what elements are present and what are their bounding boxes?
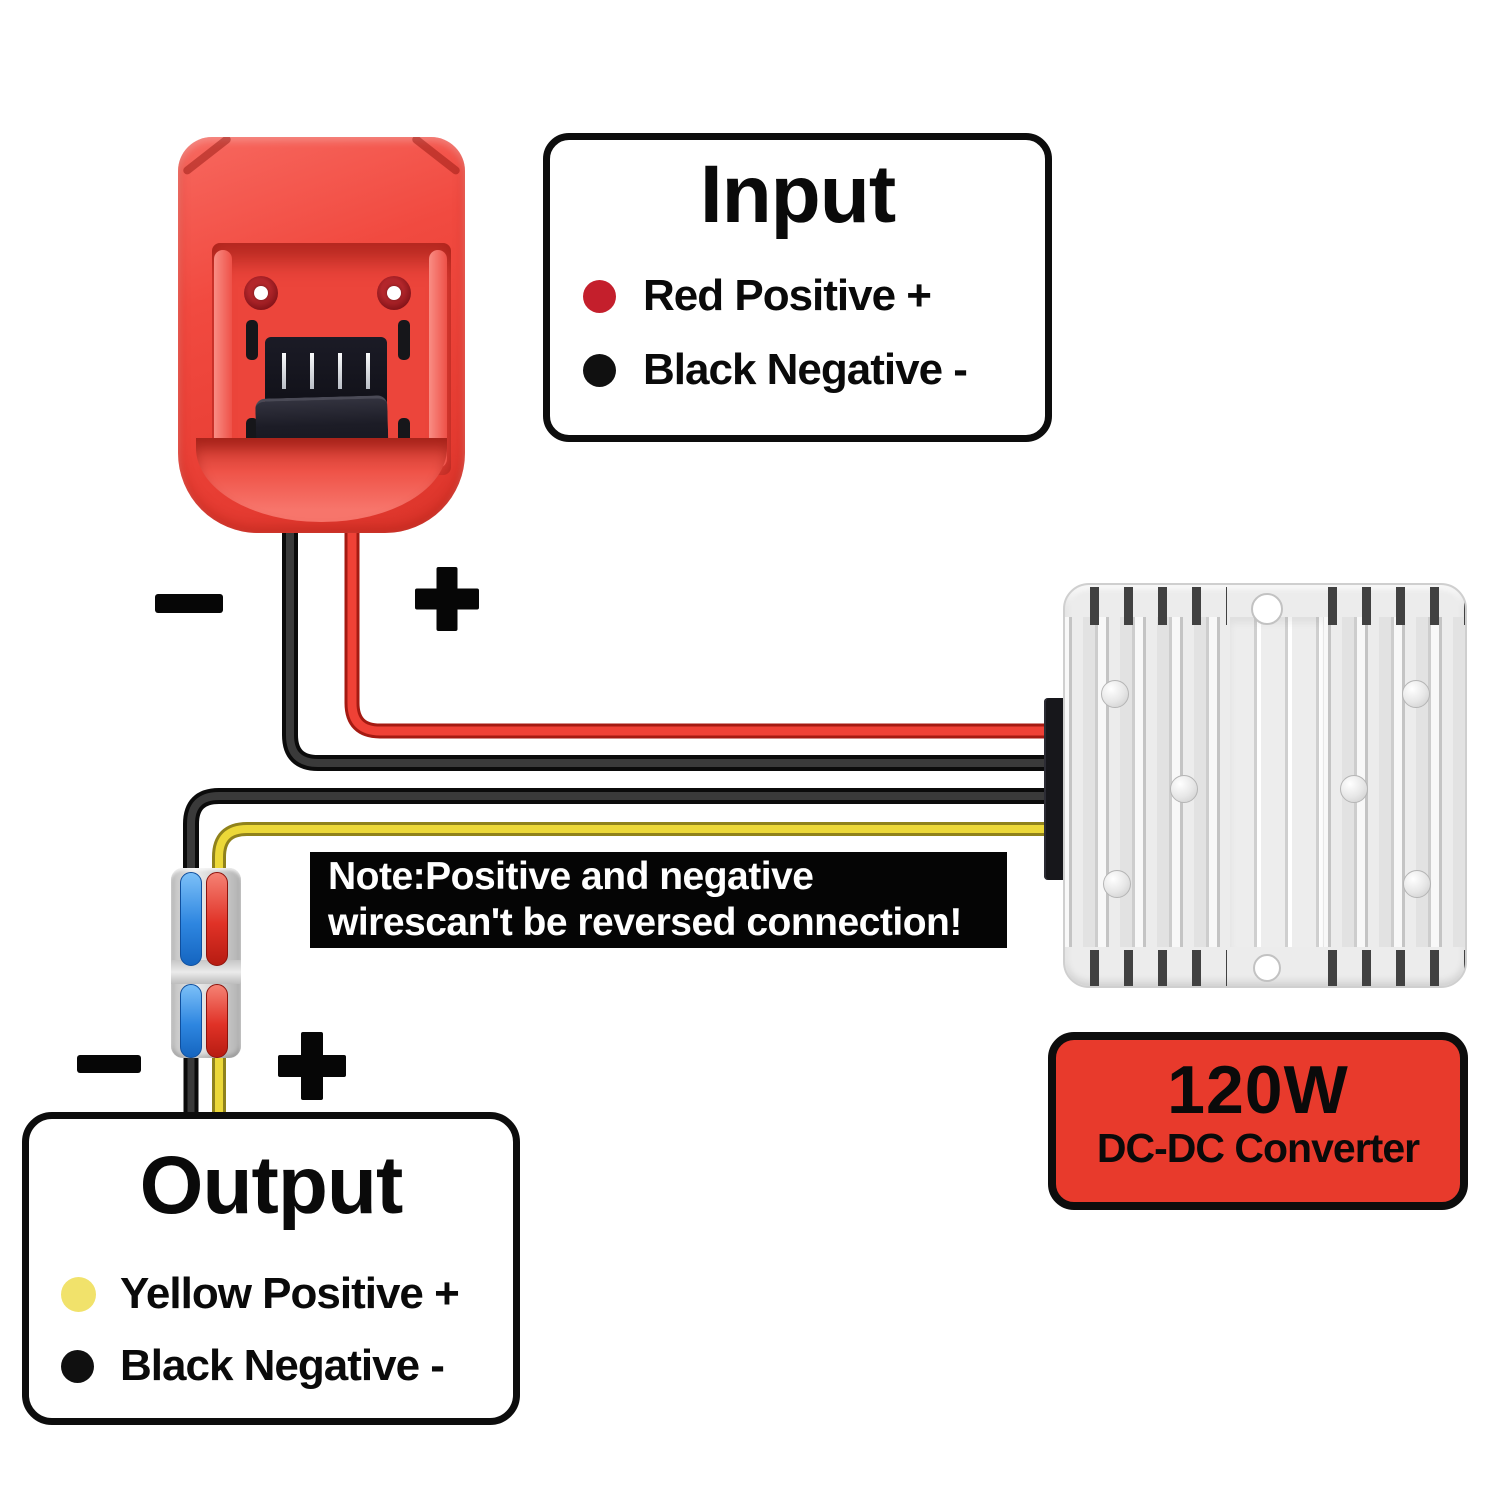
mounting-hole-top	[1251, 593, 1283, 625]
splice-lever-red-bottom	[206, 984, 228, 1058]
converter-name: DC-DC Converter	[1096, 1125, 1420, 1171]
legend-row-red-positive: Red Positive +	[583, 271, 932, 321]
warning-note-line1: Note:Positive and negative	[328, 855, 814, 898]
terminal-pin	[282, 353, 286, 389]
legend-label: Yellow Positive +	[120, 1269, 460, 1318]
quick-splice-connector	[171, 868, 241, 1058]
output-negative-sign	[77, 1055, 141, 1073]
red-dot-icon	[583, 279, 616, 313]
legend-row-black-negative: Black Negative -	[583, 345, 968, 395]
legend-row-black-negative: Black Negative -	[61, 1341, 445, 1391]
dc-dc-converter	[1063, 583, 1467, 988]
input-positive-sign	[415, 567, 479, 631]
adapter-slot	[246, 320, 258, 360]
output-positive-sign	[278, 1032, 346, 1100]
legend-label: Black Negative -	[643, 345, 968, 394]
output-negative-black-wire	[183, 788, 1074, 902]
splice-lever-blue-top	[180, 872, 202, 966]
terminal-pin	[366, 353, 370, 389]
fin-notches-bottom-right	[1328, 950, 1465, 986]
screw-icon	[1170, 775, 1198, 803]
screw-icon	[1340, 775, 1368, 803]
adapter-right-rail	[429, 250, 447, 468]
legend-row-yellow-positive: Yellow Positive +	[61, 1269, 460, 1319]
output-positive-yellow-wire	[212, 822, 1074, 902]
input-title: Input	[699, 149, 896, 240]
battery-adapter	[178, 137, 465, 533]
warning-note: Note:Positive and negative wirescan't be…	[310, 852, 1007, 948]
adapter-bottom-curve	[196, 438, 447, 522]
screw-icon	[1403, 870, 1431, 898]
terminal-pin	[310, 353, 314, 389]
warning-note-line2: wirescan't be reversed connection!	[328, 901, 962, 944]
legend-label: Red Positive +	[643, 271, 932, 320]
black-dot-icon	[583, 353, 616, 387]
output-legend-box: Output Yellow Positive + Black Negative …	[22, 1112, 520, 1425]
yellow-dot-icon	[61, 1276, 96, 1312]
adapter-screw-hole-right	[377, 276, 411, 310]
legend-label: Black Negative -	[120, 1341, 445, 1390]
screw-icon	[1103, 870, 1131, 898]
adapter-slot	[398, 320, 410, 360]
black-dot-icon	[61, 1349, 94, 1383]
adapter-left-rail	[214, 250, 232, 468]
terminal-pin	[338, 353, 342, 389]
converter-label: 120W DC-DC Converter	[1048, 1032, 1468, 1210]
splice-mid-band	[171, 960, 241, 984]
screw-icon	[1402, 680, 1430, 708]
splice-lever-blue-bottom	[180, 984, 202, 1058]
splice-lever-red-top	[206, 872, 228, 966]
adapter-screw-hole-left	[244, 276, 278, 310]
input-negative-black-wire	[282, 498, 1074, 771]
fin-notches-bottom-left	[1090, 950, 1227, 986]
heatsink-center-fins	[1230, 617, 1324, 947]
fin-notches-top-left	[1090, 587, 1227, 625]
input-legend-box: Input Red Positive + Black Negative -	[543, 133, 1052, 442]
input-positive-red-wire	[344, 498, 1074, 739]
output-title: Output	[139, 1140, 404, 1231]
mounting-hole-bottom	[1253, 954, 1281, 982]
input-negative-sign	[155, 594, 223, 613]
screw-icon	[1101, 680, 1129, 708]
fin-notches-top-right	[1328, 587, 1465, 625]
converter-wattage: 120W	[1167, 1052, 1349, 1128]
